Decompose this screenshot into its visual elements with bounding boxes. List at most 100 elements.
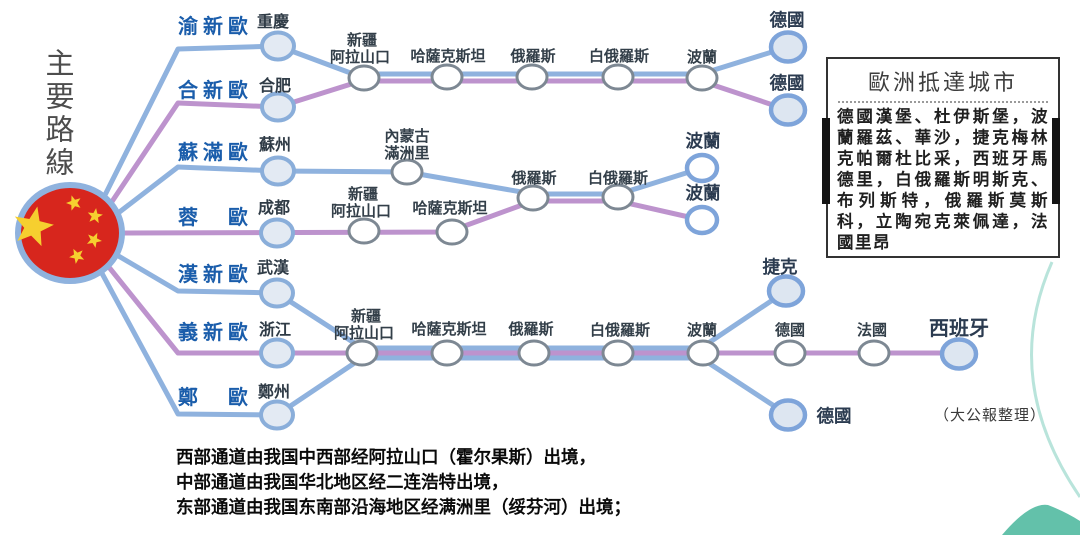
- edge-su-feeder: [111, 164, 279, 219]
- node-chongqing: [260, 30, 296, 62]
- node-russia-bottom: [517, 339, 551, 367]
- label-lbl-russia-bot: 俄羅斯: [507, 320, 553, 338]
- legend-box: 歐洲抵達城市 德國漢堡、杜伊斯堡，波蘭羅茲、華沙，捷克梅林克帕爾杜比采，西班牙馬…: [826, 57, 1060, 258]
- node-suzhou: [260, 155, 296, 187]
- footnote-line-west: 西部通道由我国中西部经阿拉山口（霍尔果斯）出境，: [176, 447, 596, 467]
- label-route-hexinou: 合新歐: [178, 78, 248, 102]
- node-czech: [766, 274, 806, 308]
- label-lbl-xinjiang-top-1: 新疆: [347, 31, 377, 49]
- legend-left-bar: [822, 118, 830, 204]
- legend-body: 德國漢堡、杜伊斯堡，波蘭羅茲、華沙，捷克梅林克帕爾杜比采，西班牙馬德里，白俄羅斯…: [837, 108, 1049, 252]
- label-lbl-kazakhstan-top: 哈薩克斯坦: [410, 47, 485, 65]
- label-route-yuxinou: 渝新歐: [178, 14, 248, 38]
- node-poland-mid-1: [684, 152, 720, 184]
- decor-teal-mountain: [1002, 504, 1080, 535]
- label-term-germany-se: 德國: [817, 406, 852, 426]
- node-kazakhstan-mid: [435, 218, 469, 246]
- label-lbl-poland-bot: 波蘭: [687, 321, 717, 339]
- china-flag: [14, 182, 125, 284]
- node-alashankou-mid: [347, 217, 381, 245]
- label-lbl-xinjiang-bot-2: 阿拉山口: [334, 324, 394, 342]
- label-lbl-kazakhstan-mid: 哈薩克斯坦: [412, 199, 487, 217]
- node-belarus-mid: [601, 183, 635, 211]
- label-term-poland-mid-1: 波蘭: [686, 131, 721, 151]
- label-term-poland-mid-2: 波蘭: [686, 183, 721, 203]
- flag-star-small-1: [66, 195, 81, 211]
- node-spain: [939, 337, 979, 371]
- node-alashankou-bottom: [345, 339, 379, 367]
- node-russia-mid: [516, 184, 550, 212]
- label-lbl-germany-bot: 德國: [775, 321, 805, 339]
- flag-star-small-3: [87, 232, 102, 248]
- flag-star-small-4: [69, 248, 85, 264]
- label-city-suzhou: 蘇州: [258, 136, 291, 154]
- attribution: （大公報整理）: [934, 407, 1047, 424]
- node-wuhan: [259, 277, 295, 309]
- label-city-zhejiang: 浙江: [259, 320, 291, 339]
- node-chengdu: [259, 217, 295, 249]
- label-lbl-neimenggu: 內蒙古: [384, 127, 429, 145]
- node-russia-top: [515, 63, 549, 91]
- label-lbl-xinjiang-mid-2: 阿拉山口: [331, 202, 391, 220]
- label-city-zhengzhou: 鄭州: [258, 382, 290, 401]
- node-kazakhstan-top: [430, 63, 464, 91]
- node-germany-transit: [773, 339, 807, 367]
- label-lbl-kazakhstan-bot: 哈薩克斯坦: [411, 320, 486, 338]
- label-lbl-xinjiang-mid-1: 新疆: [348, 185, 378, 203]
- flag-star-small-2: [87, 208, 103, 224]
- node-poland-mid-2: [684, 204, 720, 236]
- label-route-rongou: 蓉 歐: [178, 205, 248, 229]
- main-title: 主要路線: [41, 48, 73, 180]
- label-route-zhengou: 鄭 歐: [178, 385, 248, 409]
- node-zhengzhou: [259, 399, 295, 431]
- label-lbl-xinjiang-bot-1: 新疆: [351, 307, 381, 325]
- node-france-transit: [857, 339, 891, 367]
- edge-han-feeder: [108, 248, 278, 296]
- label-term-spain: 西班牙: [929, 317, 989, 340]
- decor-teal-arc: [1030, 261, 1080, 498]
- label-lbl-poland-top: 波蘭: [687, 48, 717, 66]
- label-city-chengdu: 成都: [258, 198, 290, 217]
- label-lbl-russia-mid: 俄羅斯: [510, 169, 556, 187]
- edge-zheng-main-blue: [275, 355, 790, 418]
- edge-yu-feeder: [100, 43, 279, 201]
- nodes-layer: [259, 30, 979, 432]
- node-alashankou-top: [347, 64, 381, 92]
- footnote-line-east: 东部通道由我国东南部沿海地区经满洲里（绥芬河）出境；: [176, 497, 631, 517]
- node-belarus-bottom: [601, 339, 635, 367]
- footnote-line-middle: 中部通道由我国华北地区经二连浩特出境，: [176, 472, 509, 492]
- flag-star-large: [14, 206, 54, 247]
- node-kazakhstan-bottom: [430, 339, 464, 367]
- edge-zheng-feeder: [95, 264, 278, 418]
- node-hefei: [260, 91, 296, 123]
- label-lbl-belarus-bot: 白俄羅斯: [590, 321, 650, 339]
- label-route-yixinou: 義新歐: [178, 320, 248, 344]
- legend-right-bar: [1052, 118, 1060, 204]
- edge-top-main-purple: [364, 78, 789, 113]
- label-term-czech: 捷克: [763, 257, 798, 277]
- label-lbl-belarus-top: 白俄羅斯: [589, 47, 649, 65]
- label-route-hanxinou: 漢新歐: [178, 262, 248, 286]
- label-lbl-manzhouli: 滿洲里: [384, 144, 429, 162]
- edge-he-feeder: [104, 100, 279, 211]
- node-poland-top: [685, 64, 719, 92]
- footnotes: 西部通道由我国中西部经阿拉山口（霍尔果斯）出境， 中部通道由我国华北地区经二连浩…: [176, 445, 631, 520]
- node-belarus-top: [601, 63, 635, 91]
- label-lbl-belarus-mid: 白俄羅斯: [588, 169, 648, 187]
- node-germany-se: [768, 398, 808, 432]
- label-route-sumanou: 蘇滿歐: [177, 140, 248, 164]
- label-lbl-france-bot: 法國: [857, 321, 887, 339]
- node-germany-ne-1: [768, 30, 808, 64]
- legend-title: 歐洲抵達城市: [838, 65, 1048, 103]
- label-lbl-xinjiang-top-2: 阿拉山口: [330, 48, 390, 66]
- node-manzhouli: [390, 158, 424, 186]
- label-term-germany-ne-2: 德國: [770, 73, 805, 93]
- label-city-wuhan: 武漢: [257, 258, 290, 277]
- node-germany-ne-2: [768, 93, 808, 127]
- label-city-hefei: 合肥: [259, 76, 291, 95]
- node-poland-bottom: [686, 339, 720, 367]
- label-lbl-russia-top: 俄羅斯: [509, 47, 555, 65]
